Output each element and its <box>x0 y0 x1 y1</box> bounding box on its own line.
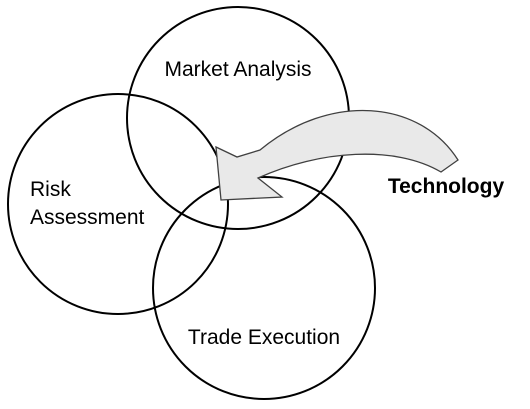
market-analysis-label: Market Analysis <box>164 58 311 81</box>
risk-assessment-label-line1: Risk <box>30 178 71 201</box>
technology-arrow <box>215 109 459 201</box>
risk-assessment-circle <box>7 93 229 315</box>
risk-assessment-label-line2: Assessment <box>30 206 145 229</box>
trade-execution-circle <box>152 176 376 400</box>
trade-execution-label: Trade Execution <box>188 326 340 349</box>
technology-label: Technology <box>388 175 505 198</box>
